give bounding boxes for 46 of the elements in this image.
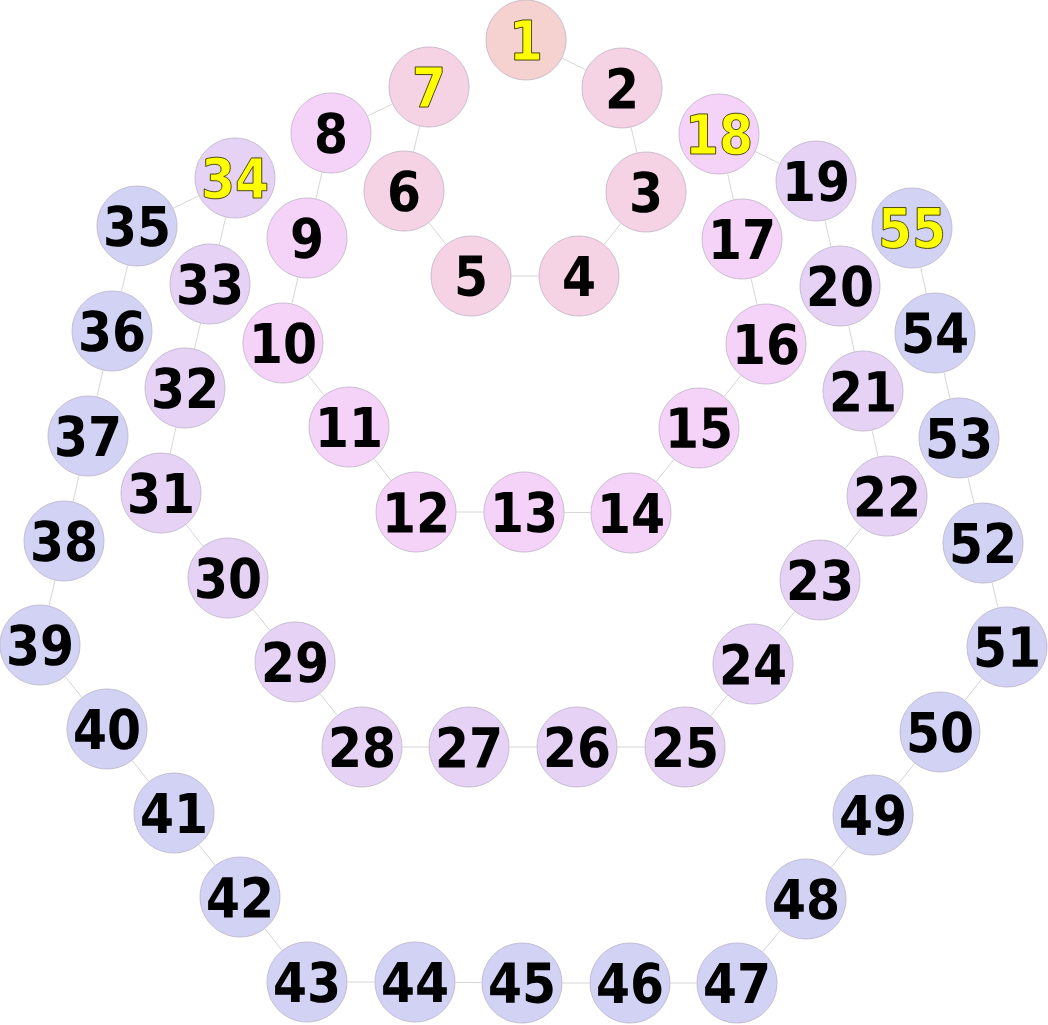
connector-line	[264, 928, 283, 951]
connector-line	[824, 219, 832, 248]
connector-line	[291, 276, 299, 305]
connector-line	[630, 126, 638, 154]
connector-line	[723, 375, 742, 397]
connector-line	[603, 223, 622, 245]
connector-line	[96, 369, 104, 398]
connector-line	[72, 474, 80, 503]
connector-line	[727, 173, 734, 200]
connector-line	[185, 524, 204, 547]
connector-line	[563, 512, 592, 514]
connector-line	[194, 322, 201, 350]
connector-line	[131, 760, 150, 782]
connector-line	[373, 458, 392, 481]
connector-line	[943, 371, 951, 400]
connector-line	[561, 57, 587, 71]
connector-line	[64, 676, 83, 698]
connector-line	[428, 222, 447, 245]
connector-line	[655, 459, 675, 482]
connector-line	[920, 267, 927, 294]
connector-line	[991, 581, 999, 609]
connector-line	[871, 429, 879, 458]
connector-line	[710, 694, 728, 717]
connector-line	[750, 277, 758, 306]
connector-line	[172, 195, 200, 209]
connector-line	[198, 844, 216, 866]
connector-line	[319, 693, 338, 716]
connector-line	[964, 678, 983, 701]
connector-line	[413, 125, 420, 153]
connector-line	[762, 929, 781, 953]
connector-line	[897, 763, 916, 784]
connector-line	[307, 374, 325, 396]
connector-line	[48, 579, 56, 607]
connector-line	[169, 426, 177, 455]
connector-line	[848, 325, 855, 352]
connector-line	[777, 611, 796, 633]
connector-line	[830, 846, 849, 868]
connector-line	[120, 264, 129, 293]
connector-line	[967, 476, 975, 505]
connector-line	[454, 982, 483, 984]
connector-line	[367, 103, 393, 117]
connector-line	[844, 527, 863, 549]
connector-line	[754, 151, 781, 164]
connector-line	[218, 216, 227, 246]
connector-line	[252, 609, 271, 631]
connector-line	[315, 171, 323, 200]
